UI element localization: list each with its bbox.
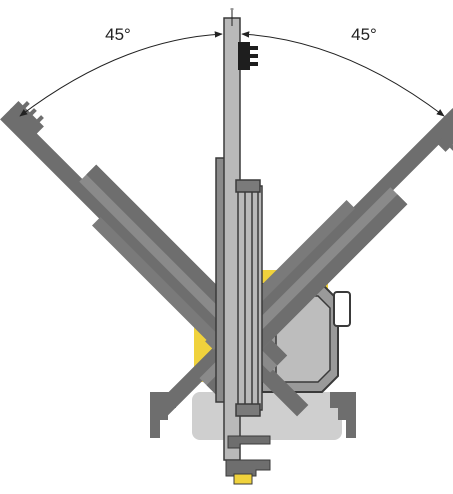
centralizer-lower [225,459,271,477]
left-boom-foot [150,392,176,438]
left-angle-label: 45° [105,25,131,44]
right-boom-foot [330,392,356,438]
right-angle-label: 45° [351,25,377,44]
feed-head [238,42,258,70]
centralizer-upper [227,435,271,449]
mast-side [91,216,242,367]
angle-annotation: 45° 45° - [19,1,445,117]
boom-tilted-left [0,100,309,417]
drill-bit [233,473,253,485]
center-tick-label: - [230,1,234,15]
slide-top [235,179,261,193]
right-angle-arc [241,31,445,117]
track-frame [192,392,342,440]
feed-head [437,117,453,152]
slide-bottom [235,403,261,417]
boom-base [150,392,356,438]
cab-mirror [333,291,351,327]
left-angle-arc [19,31,223,117]
